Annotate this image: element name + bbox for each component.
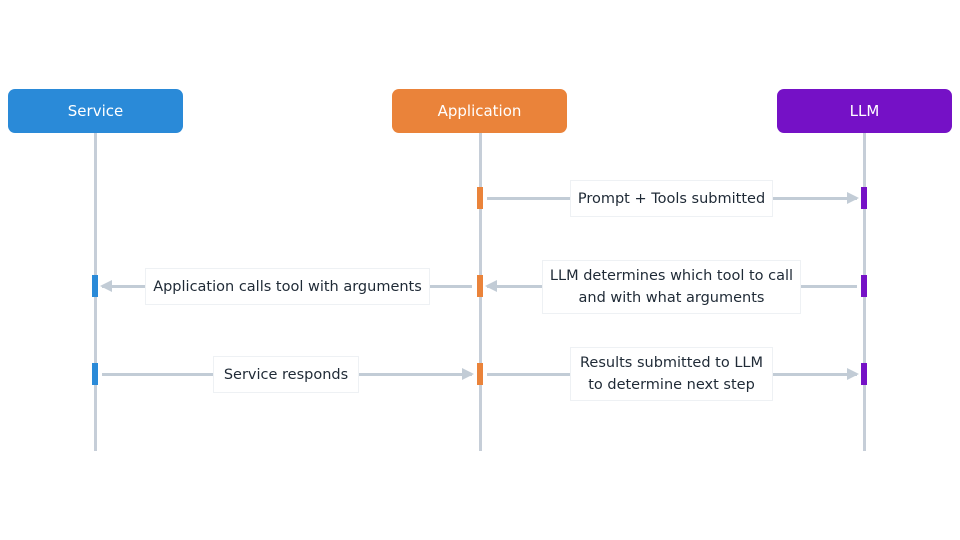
- actor-llm-label: LLM: [849, 102, 880, 120]
- message-label-app-calls-tool: Application calls tool with arguments: [145, 268, 430, 305]
- arrowhead-right-icon: [462, 368, 474, 380]
- arrowhead-left-icon: [485, 280, 497, 292]
- message-label-prompt-tools: Prompt + Tools submitted: [570, 180, 773, 217]
- llm-activation-2: [861, 275, 867, 297]
- actor-application-label: Application: [437, 102, 522, 120]
- message-line: LLM determines which tool to call: [549, 268, 794, 284]
- message-label-llm-determines: LLM determines which tool to call and wi…: [542, 260, 801, 314]
- service-activation-2: [92, 275, 98, 297]
- message-line: and with what arguments: [578, 290, 765, 306]
- service-activation-3: [92, 363, 98, 385]
- arrowhead-left-icon: [100, 280, 112, 292]
- application-activation-2: [477, 275, 483, 297]
- message-line: to determine next step: [588, 377, 755, 393]
- llm-activation-3: [861, 363, 867, 385]
- arrowhead-right-icon: [847, 368, 859, 380]
- message-line: Prompt + Tools submitted: [577, 190, 766, 207]
- actor-service-label: Service: [67, 102, 124, 120]
- message-label-service-responds: Service responds: [213, 356, 359, 393]
- message-label-results-submitted: Results submitted to LLM to determine ne…: [570, 347, 773, 401]
- actor-llm: LLM: [777, 89, 952, 133]
- message-line: Service responds: [223, 366, 349, 383]
- message-line: Application calls tool with arguments: [153, 278, 422, 295]
- actor-application: Application: [392, 89, 567, 133]
- application-activation-1: [477, 187, 483, 209]
- application-activation-3: [477, 363, 483, 385]
- message-line: Results submitted to LLM: [579, 355, 763, 371]
- llm-activation-1: [861, 187, 867, 209]
- arrowhead-right-icon: [847, 192, 859, 204]
- actor-service: Service: [8, 89, 183, 133]
